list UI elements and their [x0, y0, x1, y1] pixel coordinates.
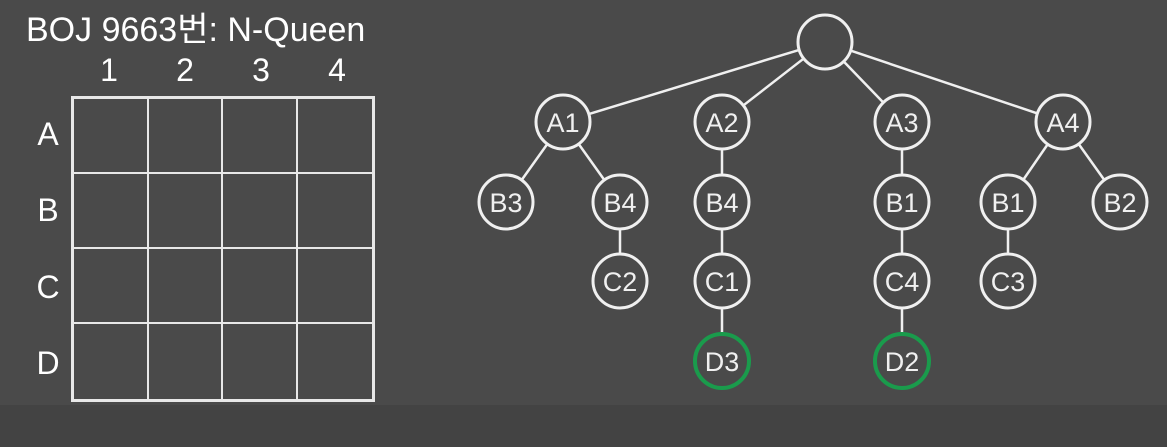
bottom-band	[0, 405, 1167, 447]
board-cell-A4[interactable]	[297, 99, 372, 174]
tree-node-B1[interactable]: B1	[979, 173, 1037, 231]
page-title: BOJ 9663번: N-Queen	[26, 11, 366, 49]
tree-node-circle	[591, 173, 649, 231]
board-cell-D2[interactable]	[149, 324, 223, 399]
tree-node-label: C4	[885, 267, 920, 297]
tree-edge-a1-to-b3	[520, 143, 549, 181]
tree-node-D3[interactable]: D3	[693, 332, 751, 390]
board-cell-A1[interactable]	[74, 99, 149, 174]
column-label-1: 1	[100, 52, 118, 88]
tree-node-label: B2	[1103, 188, 1136, 218]
solution-node-circle	[873, 332, 931, 390]
tree-node-circle	[693, 173, 751, 231]
tree-node-root[interactable]	[796, 13, 854, 71]
tree-node-B3[interactable]: B3	[477, 173, 535, 231]
solution-node-circle	[693, 332, 751, 390]
tree-node-circle	[1091, 173, 1149, 231]
row-label-A: A	[37, 115, 59, 152]
board-cell-B2[interactable]	[148, 174, 223, 249]
tree-node-C3[interactable]: C3	[979, 252, 1037, 310]
tree-node-label: B1	[991, 188, 1024, 218]
board-cell-C3[interactable]	[223, 249, 298, 324]
tree-node-B1[interactable]: B1	[873, 173, 931, 231]
tree-node-circle	[873, 93, 931, 151]
tree-node-label: A2	[705, 108, 738, 138]
tree-node-B2[interactable]: B2	[1091, 173, 1149, 231]
board-cell-B4[interactable]	[297, 174, 372, 249]
tree-node-A3[interactable]: A3	[873, 93, 931, 151]
tree-node-circle	[693, 252, 751, 310]
tree-node-circle	[873, 173, 931, 231]
tree-edge-a4-to-b1b	[1022, 143, 1049, 181]
tree-node-label: C3	[991, 267, 1026, 297]
tree-edge-a4-to-b2	[1077, 143, 1106, 181]
board-cell-D3[interactable]	[223, 324, 298, 399]
row-label-B: B	[37, 192, 59, 228]
column-label-3: 3	[252, 52, 270, 88]
board-cell-D1[interactable]	[74, 324, 149, 399]
tree-node-A2[interactable]: A2	[693, 93, 751, 151]
tree-edge-root-to-a1	[588, 48, 800, 116]
column-label-4: 4	[328, 52, 346, 88]
board-cell-C4[interactable]	[297, 249, 372, 324]
board-cell-B1[interactable]	[74, 174, 149, 249]
row-label-D: D	[36, 345, 60, 381]
tree-edge-a1-to-b4a	[577, 143, 606, 181]
tree-edge-root-to-a3	[842, 60, 885, 104]
board-cell-A3[interactable]	[223, 99, 298, 174]
tree-node-circle	[979, 252, 1037, 310]
tree-node-label: B4	[603, 188, 636, 218]
tree-edge-group	[520, 48, 1106, 334]
tree-node-circle	[873, 252, 931, 310]
tree-node-B4[interactable]: B4	[693, 173, 751, 231]
tree-node-label: B1	[885, 188, 918, 218]
board-cell-C1[interactable]	[74, 249, 149, 324]
tree-node-label: C2	[603, 267, 638, 297]
row-label-C: C	[36, 268, 60, 305]
board-cell-A2[interactable]	[148, 99, 223, 174]
tree-node-label: A3	[885, 108, 918, 138]
tree-node-D2[interactable]: D2	[873, 332, 931, 390]
tree-node-label: A4	[1046, 108, 1079, 138]
tree-node-circle	[693, 93, 751, 151]
tree-edge-root-to-a2	[742, 57, 805, 107]
tree-node-label: B3	[489, 188, 522, 218]
tree-node-circle	[534, 93, 592, 151]
tree-node-C4[interactable]: C4	[873, 252, 931, 310]
board-cell-C2[interactable]	[148, 249, 223, 324]
tree-node-circle	[796, 13, 854, 71]
column-label-2: 2	[176, 52, 194, 88]
chessboard-panel: 1 2 3 4 A B C D	[0, 0, 440, 447]
tree-node-A4[interactable]: A4	[1034, 93, 1092, 151]
tree-node-label: C1	[705, 267, 740, 297]
tree-node-C1[interactable]: C1	[693, 252, 751, 310]
tree-node-circle	[477, 173, 535, 231]
board-cell-B3[interactable]	[223, 174, 298, 249]
tree-node-label: B4	[705, 188, 738, 218]
tree-node-C2[interactable]: C2	[591, 252, 649, 310]
tree-node-B4[interactable]: B4	[591, 173, 649, 231]
tree-node-label: A1	[546, 108, 579, 138]
tree-node-label: D2	[885, 347, 920, 377]
chessboard-grid[interactable]	[71, 96, 375, 402]
tree-node-circle	[591, 252, 649, 310]
tree-edge-root-to-a4	[850, 49, 1038, 115]
tree-node-A1[interactable]: A1	[534, 93, 592, 151]
tree-node-circle	[1034, 93, 1092, 151]
tree-node-label: D3	[705, 347, 740, 377]
tree-node-circle	[979, 173, 1037, 231]
